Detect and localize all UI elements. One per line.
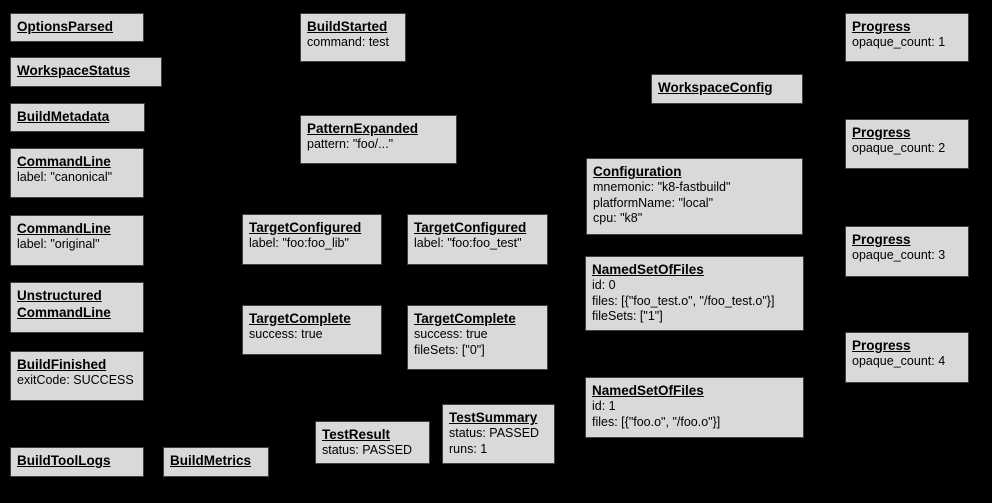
node-title: Progress: [852, 19, 911, 34]
node-field: success: true: [249, 327, 323, 341]
node-title: TargetComplete: [414, 311, 516, 326]
node-field: label: "foo:foo_lib": [249, 236, 349, 250]
node-title: Unstructured: [17, 288, 102, 303]
node-title: BuildFinished: [17, 357, 107, 372]
node-build-metadata: BuildMetadata: [10, 103, 145, 132]
node-field: opaque_count: 3: [852, 248, 946, 262]
node-title: Configuration: [593, 164, 682, 179]
node-build-metrics: BuildMetrics: [163, 447, 269, 477]
node-title: OptionsParsed: [17, 19, 114, 34]
node-field: status: PASSED: [449, 426, 540, 440]
node-field: runs: 1: [449, 441, 488, 456]
node-field: label: "canonical": [17, 170, 113, 184]
node-title: NamedSetOfFiles: [592, 262, 704, 277]
node-field: mnemonic: "k8-fastbuild": [593, 180, 731, 194]
node-field: cpu: "k8": [593, 211, 643, 225]
node-field: files: [{"foo.o", "/foo.o"}]: [592, 414, 721, 429]
node-title: TestSummary: [449, 410, 538, 425]
node-title: PatternExpanded: [307, 121, 419, 136]
node-title: TargetConfigured: [249, 220, 362, 235]
node-title: BuildToolLogs: [17, 453, 111, 468]
node-field: opaque_count: 1: [852, 35, 946, 49]
node-field: label: "original": [17, 237, 100, 251]
node-title: NamedSetOfFiles: [592, 383, 704, 398]
node-field: pattern: "foo/...": [307, 137, 394, 151]
node-build-tool-logs: BuildToolLogs: [10, 447, 144, 477]
node-workspace-config: WorkspaceConfig: [651, 74, 803, 104]
node-field: exitCode: SUCCESS: [17, 373, 134, 387]
node-field: success: true: [414, 327, 488, 341]
node-title: TestResult: [322, 427, 391, 442]
node-field: command: test: [307, 35, 389, 49]
node-title: Progress: [852, 125, 911, 140]
node-title: BuildMetrics: [170, 453, 252, 468]
node-field: status: PASSED: [322, 443, 413, 457]
node-title: WorkspaceConfig: [658, 80, 773, 95]
node-title: CommandLine: [17, 305, 111, 320]
node-title: TargetComplete: [249, 311, 351, 326]
node-field: platformName: "local": [593, 195, 714, 210]
node-field: files: [{"foo_test.o", "/foo_test.o"}]: [592, 293, 775, 308]
node-title: WorkspaceStatus: [17, 63, 131, 78]
node-field: fileSets: ["0"]: [414, 342, 485, 357]
node-field: opaque_count: 2: [852, 141, 946, 155]
node-options-parsed: OptionsParsed: [10, 13, 144, 42]
node-field: label: "foo:foo_test": [414, 236, 522, 250]
node-title: CommandLine: [17, 221, 111, 236]
node-field: fileSets: ["1"]: [592, 309, 663, 323]
node-title: BuildMetadata: [17, 109, 110, 124]
node-title: BuildStarted: [307, 19, 388, 34]
node-title: TargetConfigured: [414, 220, 527, 235]
node-workspace-status: WorkspaceStatus: [10, 57, 162, 87]
node-field: id: 0: [592, 278, 616, 292]
node-field: opaque_count: 4: [852, 354, 946, 368]
node-title: Progress: [852, 338, 911, 353]
node-field: id: 1: [592, 399, 616, 413]
node-title: Progress: [852, 232, 911, 247]
node-title: CommandLine: [17, 154, 111, 169]
